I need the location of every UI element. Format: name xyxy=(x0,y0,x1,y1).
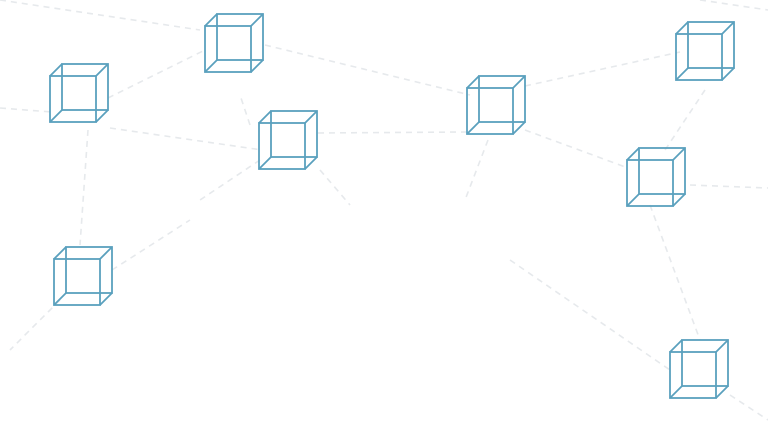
connection-line xyxy=(524,129,629,169)
connection-line xyxy=(664,89,706,151)
connection-line xyxy=(317,131,467,134)
connection-line xyxy=(729,394,768,421)
cube-icon xyxy=(466,75,526,135)
connection-line xyxy=(319,169,351,206)
connection-line xyxy=(107,49,206,99)
connection-line xyxy=(79,129,89,246)
connection-line xyxy=(689,184,768,189)
cube-icon xyxy=(258,110,318,170)
cube-icon xyxy=(53,246,113,306)
cube-icon xyxy=(49,63,109,123)
connection-line xyxy=(0,107,53,113)
connection-line xyxy=(699,0,768,11)
connection-line xyxy=(109,127,263,151)
connection-line xyxy=(649,204,701,341)
connection-line xyxy=(239,94,251,126)
connection-lines xyxy=(0,0,768,421)
connection-line xyxy=(524,51,681,87)
connection-line xyxy=(464,139,489,201)
connection-line xyxy=(0,0,201,31)
connection-line xyxy=(199,159,261,201)
cube-icon xyxy=(626,147,686,207)
cube-icon xyxy=(204,13,264,73)
connection-line xyxy=(264,44,471,96)
connection-line xyxy=(509,259,671,371)
connection-line xyxy=(9,299,61,351)
cube-icon xyxy=(669,339,729,399)
cube-nodes xyxy=(49,13,735,399)
cube-icon xyxy=(675,21,735,81)
connection-line xyxy=(111,219,191,271)
